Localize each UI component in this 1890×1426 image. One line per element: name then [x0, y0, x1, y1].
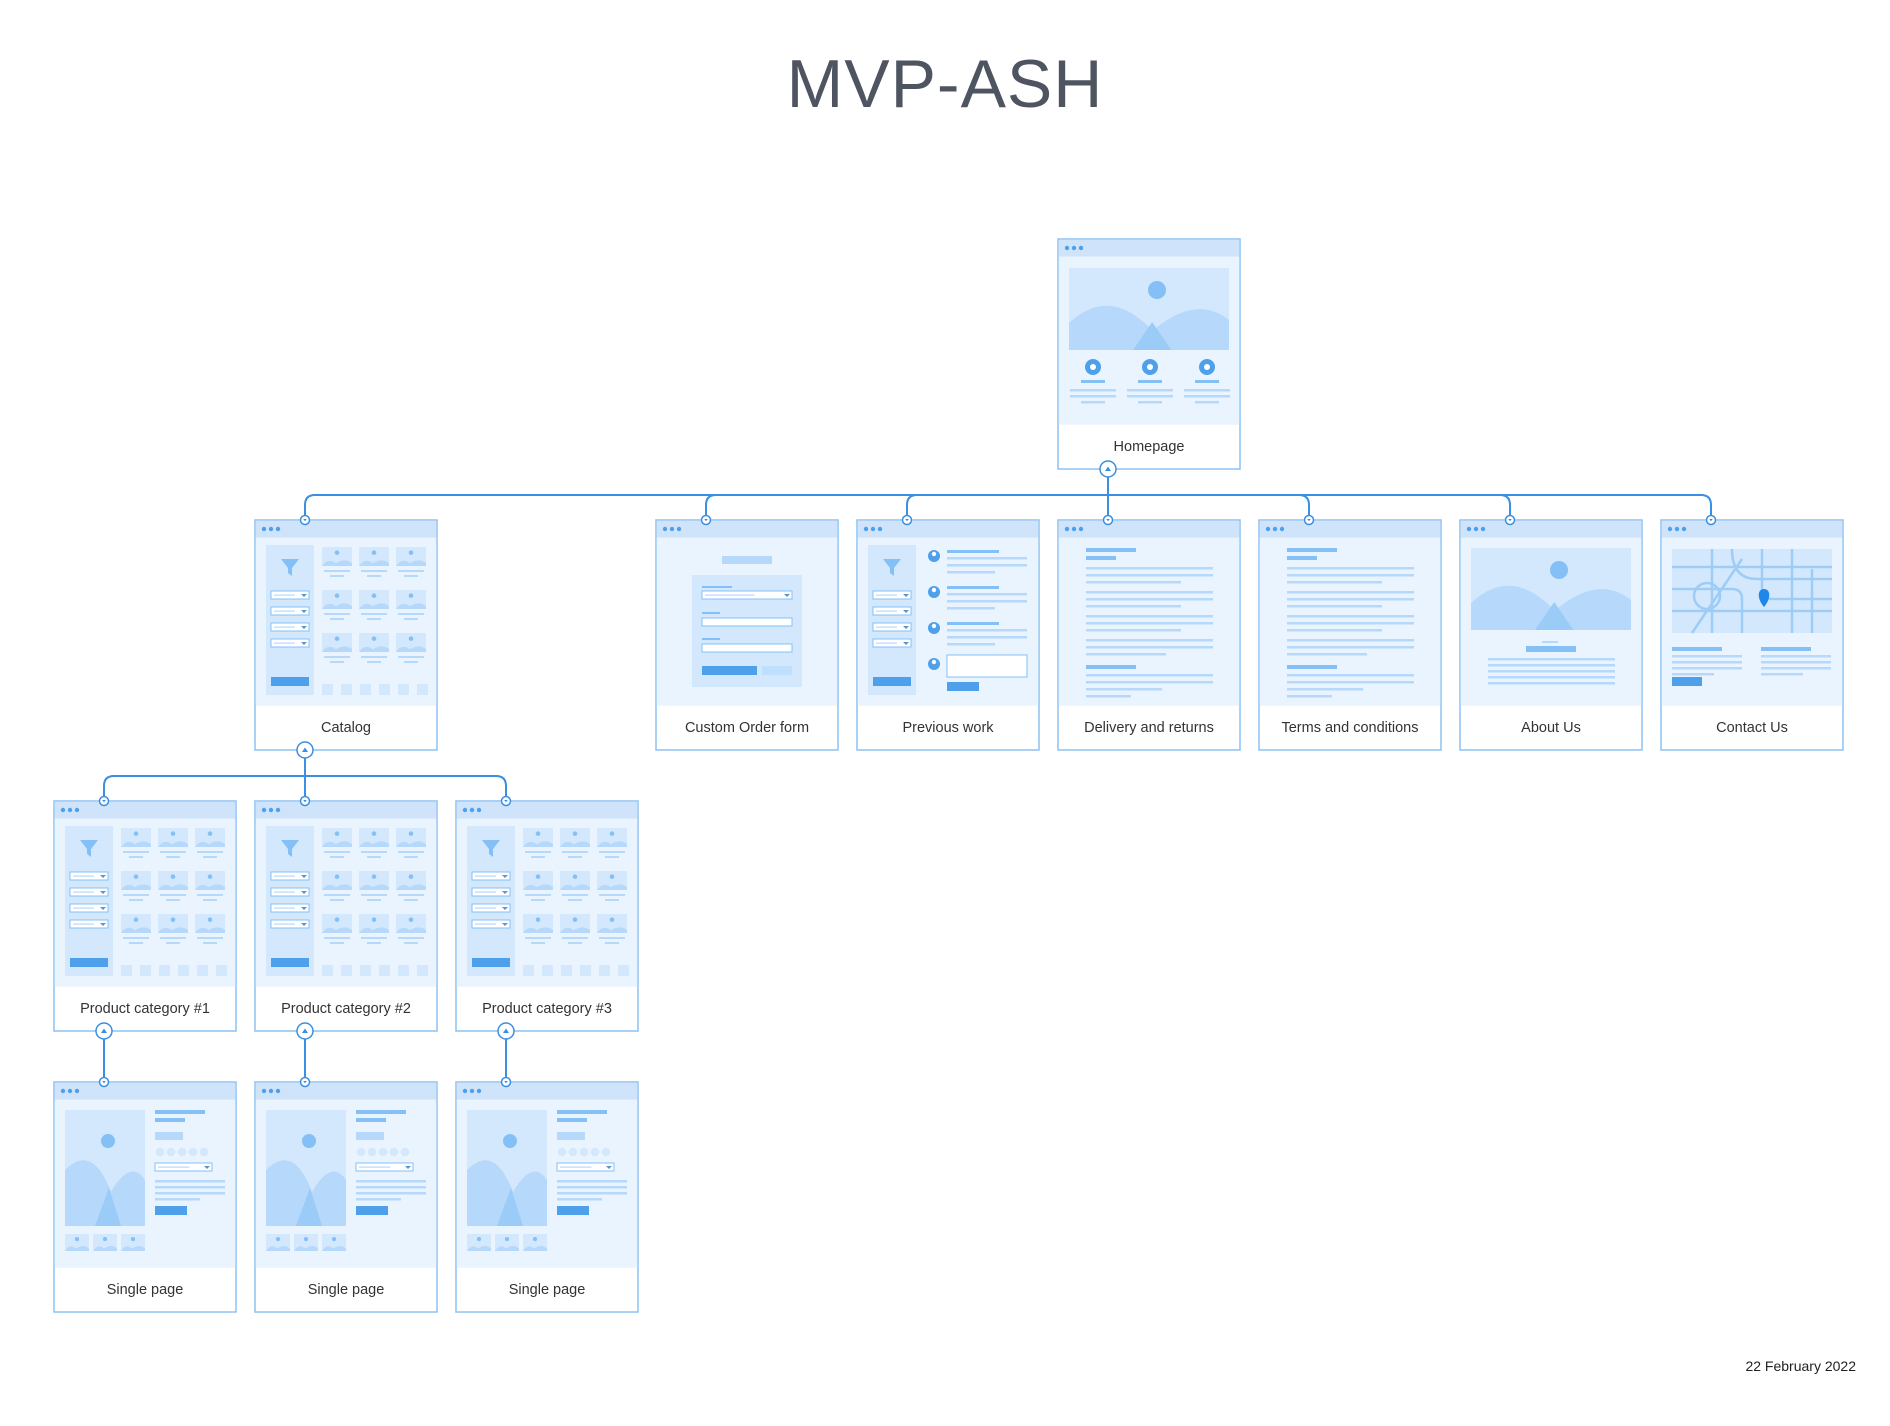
chevron-down-icon — [1307, 519, 1311, 522]
chevron-down-icon — [303, 1081, 307, 1084]
date-stamp: 22 February 2022 — [1745, 1358, 1856, 1374]
product-category-1-label: Product category #1 — [80, 1001, 210, 1017]
contact-us-label: Contact Us — [1716, 720, 1788, 736]
connector-line — [304, 469, 1109, 520]
about-us-label: About Us — [1521, 720, 1581, 736]
single-page-1-label: Single page — [107, 1282, 184, 1298]
product-category-3-wireframe — [467, 826, 629, 976]
custom-order-form-label: Custom Order form — [685, 720, 809, 736]
connector-line — [304, 750, 507, 801]
page-title: MVP-ASH — [786, 46, 1104, 122]
chevron-down-icon — [504, 800, 508, 803]
homepage-label: Homepage — [1114, 439, 1185, 455]
connector-line — [1107, 469, 1712, 520]
page-card-homepage[interactable]: Homepage — [1057, 238, 1241, 470]
page-card-delivery-and-returns[interactable]: Delivery and returns — [1057, 519, 1241, 751]
chevron-down-icon — [704, 519, 708, 522]
page-card-catalog[interactable]: Catalog — [254, 519, 438, 751]
product-category-2-label: Product category #2 — [281, 1001, 411, 1017]
terms-and-conditions-label: Terms and conditions — [1281, 720, 1418, 736]
arrow-up-icon — [302, 1028, 308, 1033]
single-page-2-label: Single page — [308, 1282, 385, 1298]
page-card-product-category-2[interactable]: Product category #2 — [254, 800, 438, 1032]
arrow-up-icon — [101, 1028, 107, 1033]
page-card-single-page-1[interactable]: Single page — [53, 1081, 237, 1313]
page-card-about-us[interactable]: About Us — [1459, 519, 1643, 751]
contact-us-wireframe — [1672, 548, 1832, 686]
product-category-1-wireframe — [65, 826, 227, 976]
page-card-previous-work[interactable]: Previous work — [856, 519, 1040, 751]
chevron-down-icon — [1508, 519, 1512, 522]
product-category-2-wireframe — [266, 826, 428, 976]
about-us-wireframe — [1471, 548, 1631, 685]
single-page-2-wireframe — [266, 1110, 426, 1251]
terms-and-conditions-wireframe — [1287, 548, 1414, 698]
product-category-3-label: Product category #3 — [482, 1001, 612, 1017]
delivery-and-returns-wireframe — [1086, 548, 1213, 698]
arrow-up-icon — [503, 1028, 509, 1033]
page-card-custom-order-form[interactable]: Custom Order form — [655, 519, 839, 751]
chevron-down-icon — [1106, 519, 1110, 522]
connection-ports — [95, 460, 1717, 1088]
single-page-3-wireframe — [467, 1110, 627, 1251]
chevron-down-icon — [504, 1081, 508, 1084]
connector-line — [705, 469, 1109, 520]
page-card-product-category-3[interactable]: Product category #3 — [455, 800, 639, 1032]
chevron-down-icon — [905, 519, 909, 522]
chevron-down-icon — [303, 800, 307, 803]
chevron-down-icon — [1709, 519, 1713, 522]
page-card-single-page-3[interactable]: Single page — [455, 1081, 639, 1313]
homepage-wireframe — [1069, 268, 1230, 404]
page-card-contact-us[interactable]: Contact Us — [1660, 519, 1844, 751]
page-card-product-category-1[interactable]: Product category #1 — [53, 800, 237, 1032]
page-card-terms-and-conditions[interactable]: Terms and conditions — [1258, 519, 1442, 751]
chevron-down-icon — [102, 800, 106, 803]
delivery-and-returns-label: Delivery and returns — [1084, 720, 1214, 736]
single-page-3-label: Single page — [509, 1282, 586, 1298]
single-page-1-wireframe — [65, 1110, 225, 1251]
page-card-single-page-2[interactable]: Single page — [254, 1081, 438, 1313]
catalog-wireframe — [266, 545, 428, 695]
catalog-label: Catalog — [321, 720, 371, 736]
arrow-up-icon — [302, 747, 308, 752]
custom-order-form-wireframe — [692, 556, 802, 687]
connector-line — [906, 469, 1109, 520]
chevron-down-icon — [303, 519, 307, 522]
connector-line — [103, 750, 306, 801]
previous-work-wireframe — [868, 545, 1028, 695]
arrow-up-icon — [1105, 466, 1111, 471]
chevron-down-icon — [102, 1081, 106, 1084]
previous-work-label: Previous work — [902, 720, 994, 736]
